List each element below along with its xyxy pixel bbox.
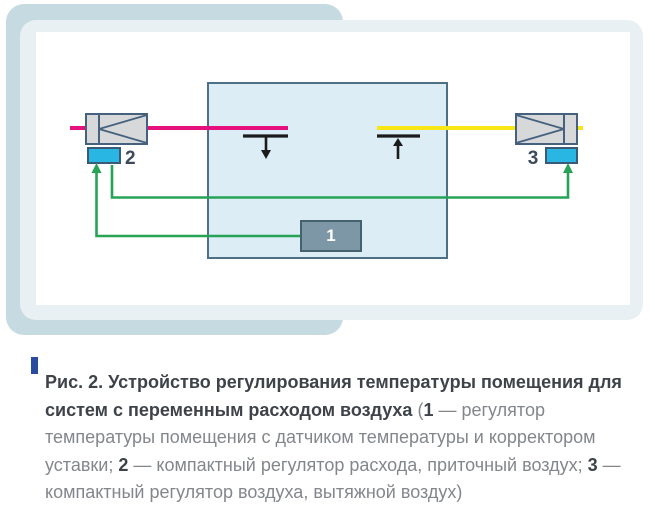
regulator-cone-line (515, 114, 565, 130)
regulator-cone-line (515, 128, 565, 144)
caption-title-bold: Рис. 2. Устройство регулирования темпера… (45, 372, 622, 420)
supply-diffuser-arrow-down-icon (243, 134, 288, 159)
supply-regulator-number: 2 (125, 148, 136, 169)
figure-canvas: 2 3 1 (36, 32, 630, 305)
caption-text: — регулятор температуры помещения с датч… (45, 399, 596, 475)
extract-flow-regulator-symbol (515, 113, 578, 145)
regulator-body (85, 113, 148, 145)
regulator-cone-line (98, 114, 148, 130)
caption-key-3: 3 (587, 454, 598, 475)
caption-bullet (31, 357, 38, 374)
caption-text: — компактный регулятор расхода, приточны… (128, 454, 588, 475)
regulator-cone-line (98, 128, 148, 144)
arrow-down-head (261, 150, 271, 159)
regulator-body (515, 113, 578, 145)
extract-grille-arrow-up-icon (377, 134, 420, 159)
figure-caption: Рис. 2. Устройство регулирования темпера… (45, 369, 633, 507)
supply-regulator-actuator (87, 147, 121, 164)
caption-key-1: 1 (423, 399, 434, 420)
temperature-controller-number: 1 (326, 226, 336, 245)
temperature-controller-box: 1 (300, 220, 362, 252)
extract-air-line (377, 126, 583, 130)
extract-regulator-actuator (545, 147, 578, 164)
supply-air-line (70, 126, 288, 130)
caption-key-2: 2 (118, 454, 129, 475)
supply-flow-regulator-symbol (85, 113, 148, 145)
caption-text: — компактный регулятор воздуха, вытяжной… (45, 454, 621, 503)
extract-regulator-number: 3 (527, 148, 539, 169)
caption-text: ( (417, 399, 424, 420)
arrow-up-head (393, 138, 403, 146)
